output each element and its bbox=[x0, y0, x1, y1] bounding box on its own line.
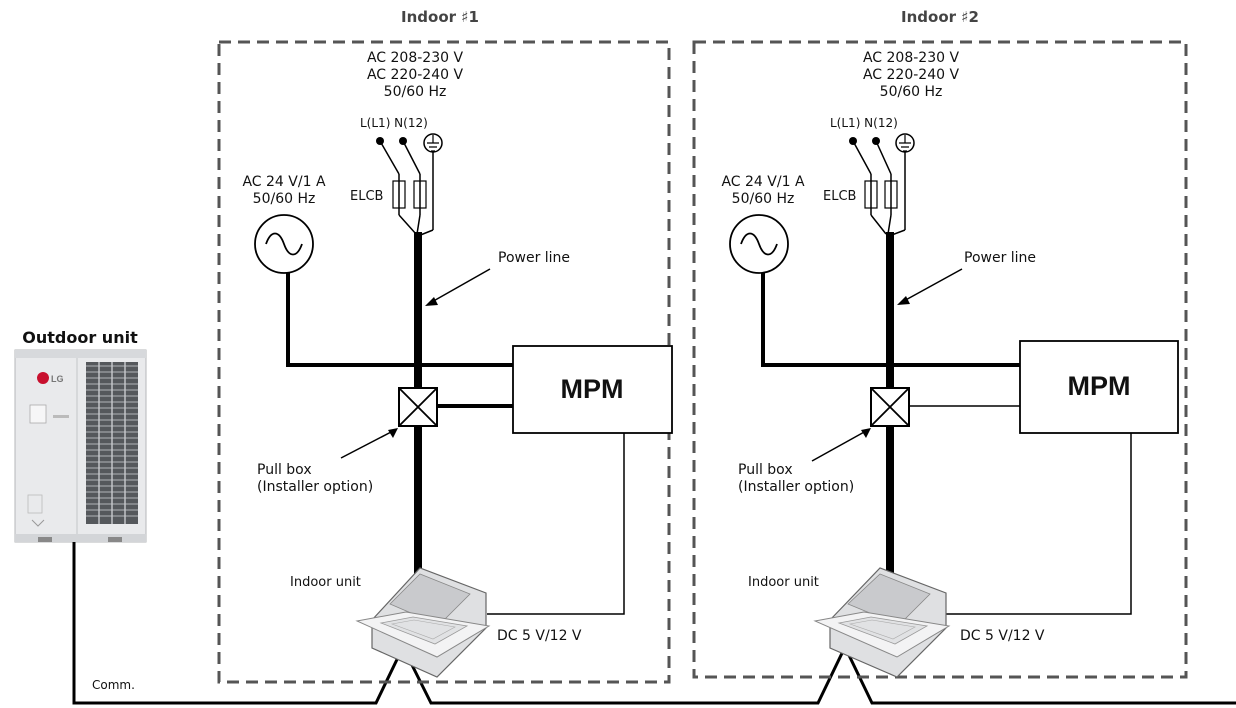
ground-icon bbox=[895, 133, 915, 153]
dc-wire bbox=[487, 433, 625, 615]
indoor-section-1: Indoor ♯1 AC 208-230 V AC 220-240 V 50/6… bbox=[217, 8, 673, 684]
ac24-frequency: 50/60 Hz bbox=[732, 191, 795, 207]
pull-box-arrow bbox=[340, 430, 394, 459]
dc-wire bbox=[936, 433, 1132, 615]
ground-icon bbox=[423, 133, 443, 153]
brand-logo-text: LG bbox=[51, 374, 64, 384]
lg-logo-icon bbox=[37, 372, 49, 384]
pull-box-arrow bbox=[811, 430, 867, 462]
comm-label: Comm. bbox=[92, 678, 135, 692]
pull-box-sublabel: (Installer option) bbox=[738, 479, 854, 495]
supply-voltage-1: AC 208-230 V bbox=[367, 50, 464, 66]
elcb-label: ELCB bbox=[350, 189, 383, 204]
terminal-labels: L(L1) N(12) bbox=[360, 116, 428, 130]
elcb-breaker bbox=[379, 140, 434, 237]
indoor-unit-label: Indoor unit bbox=[748, 575, 819, 590]
section-2-boundary bbox=[692, 40, 1188, 679]
supply-voltage-2: AC 220-240 V bbox=[863, 67, 960, 83]
ac-source-icon bbox=[254, 214, 314, 274]
ac24-frequency: 50/60 Hz bbox=[253, 191, 316, 207]
ac24-voltage: AC 24 V/1 A bbox=[242, 174, 325, 190]
supply-voltage-1: AC 208-230 V bbox=[863, 50, 960, 66]
mpm-label: MPM bbox=[561, 374, 624, 404]
power-line-label: Power line bbox=[964, 250, 1036, 266]
outdoor-unit-image: LG bbox=[14, 349, 147, 543]
supply-voltage-2: AC 220-240 V bbox=[367, 67, 464, 83]
power-line-arrow bbox=[429, 268, 491, 304]
comm-line bbox=[72, 542, 1236, 705]
elcb-breaker bbox=[852, 140, 906, 237]
pull-box bbox=[398, 387, 438, 427]
ac-source-icon bbox=[729, 214, 789, 274]
pull-box bbox=[870, 387, 910, 427]
supply-frequency: 50/60 Hz bbox=[880, 84, 943, 100]
dc-label: DC 5 V/12 V bbox=[497, 628, 582, 644]
terminal-labels: L(L1) N(12) bbox=[830, 116, 898, 130]
pull-box-label: Pull box bbox=[738, 462, 793, 478]
outdoor-unit-title: Outdoor unit bbox=[22, 328, 138, 347]
mpm-box bbox=[1019, 340, 1179, 434]
dc-label: DC 5 V/12 V bbox=[960, 628, 1045, 644]
supply-frequency: 50/60 Hz bbox=[384, 84, 447, 100]
mpm-label: MPM bbox=[1068, 371, 1131, 401]
section-1-title: Indoor ♯1 bbox=[401, 8, 479, 26]
power-line-arrow bbox=[901, 268, 963, 303]
indoor-section-2: Indoor ♯2 AC 208-230 V AC 220-240 V 50/6… bbox=[692, 8, 1188, 679]
ac24-voltage: AC 24 V/1 A bbox=[721, 174, 804, 190]
ac24-wire bbox=[286, 273, 513, 367]
fan-grille bbox=[86, 362, 138, 524]
ac24-wire bbox=[761, 273, 1020, 367]
indoor-unit-label: Indoor unit bbox=[290, 575, 361, 590]
power-line-label: Power line bbox=[498, 250, 570, 266]
section-2-title: Indoor ♯2 bbox=[901, 8, 979, 26]
indoor-unit-cassette bbox=[813, 567, 951, 678]
elcb-label: ELCB bbox=[823, 189, 856, 204]
indoor-unit-cassette bbox=[355, 567, 491, 678]
pull-box-sublabel: (Installer option) bbox=[257, 479, 373, 495]
mpm-box bbox=[512, 345, 673, 434]
pull-box-label: Pull box bbox=[257, 462, 312, 478]
